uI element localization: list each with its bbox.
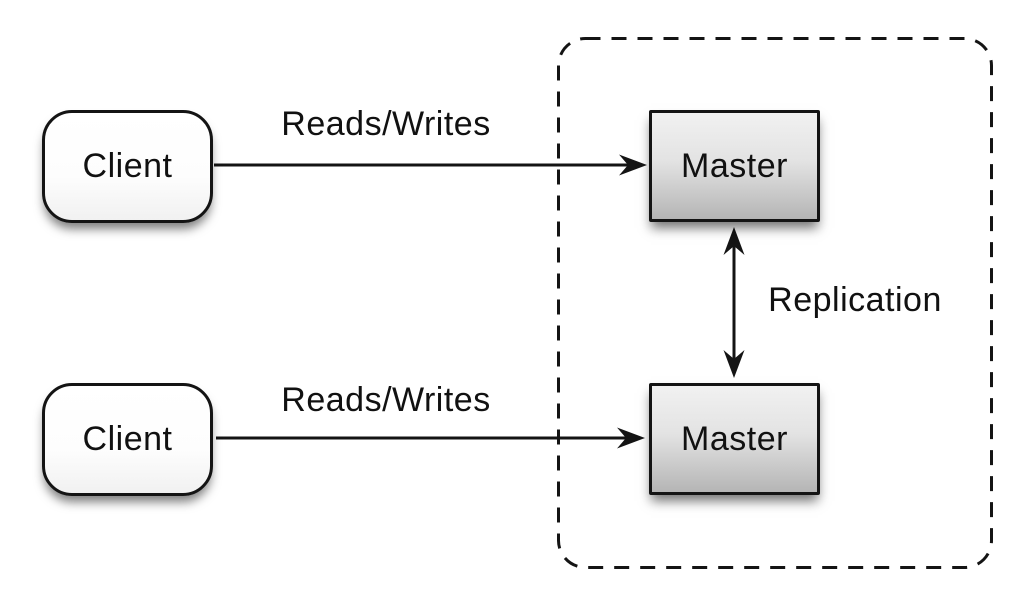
reads-writes-label-bottom: Reads/Writes	[281, 381, 491, 419]
client-node-top-label: Client	[82, 147, 173, 185]
replication-group-boundary	[557, 37, 993, 569]
client-node-top: Client	[42, 110, 213, 223]
reads-writes-arrow-bottom	[216, 427, 645, 449]
master-node-top: Master	[649, 110, 820, 222]
client-node-bottom-label: Client	[82, 420, 173, 458]
master-node-bottom-label: Master	[681, 419, 788, 458]
master-node-top-label: Master	[681, 146, 788, 185]
client-node-bottom: Client	[42, 383, 213, 496]
reads-writes-label-top: Reads/Writes	[281, 105, 491, 143]
replication-arrow	[723, 227, 745, 378]
replication-label: Replication	[768, 281, 942, 319]
reads-writes-arrow-top	[214, 154, 647, 176]
master-node-bottom: Master	[649, 383, 820, 495]
